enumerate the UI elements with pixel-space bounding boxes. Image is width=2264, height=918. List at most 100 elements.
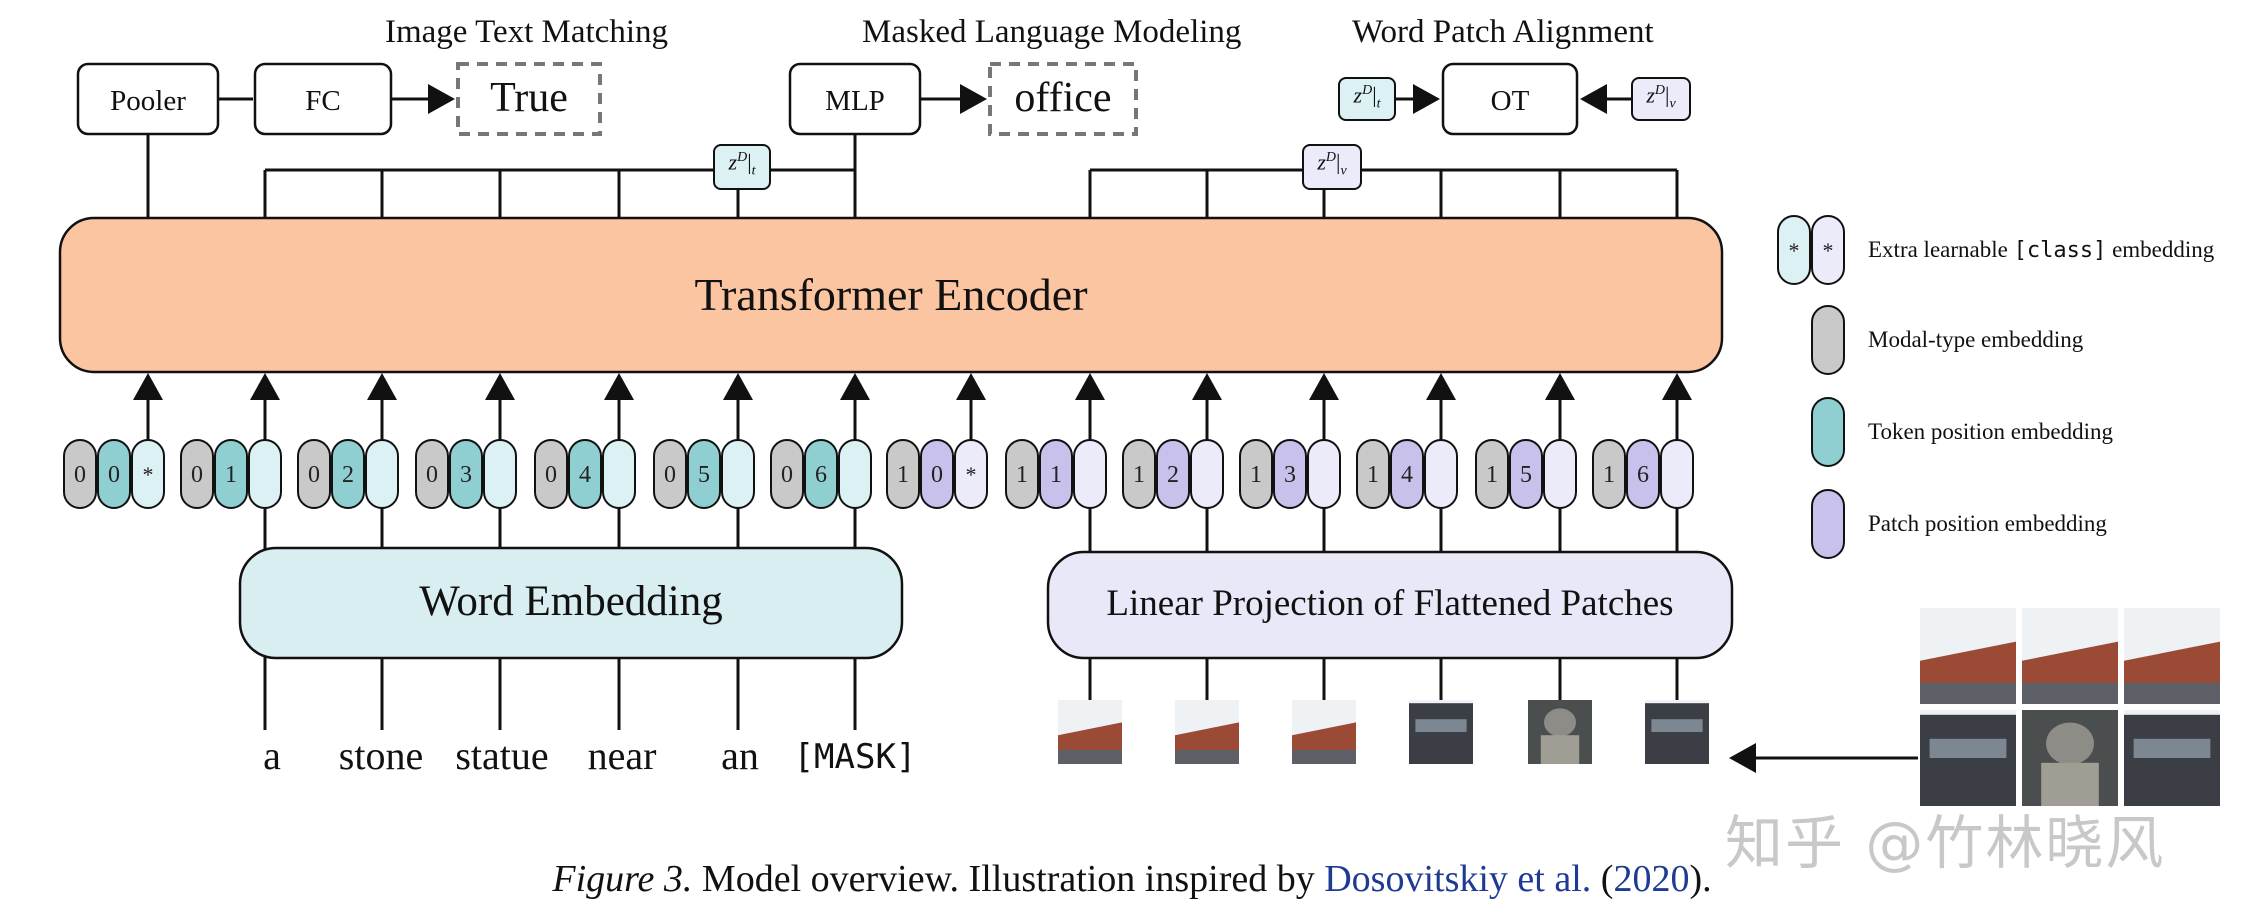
image-token-2-modal-type: 1 <box>1122 439 1156 509</box>
image-token-3-content-pill <box>1307 439 1341 509</box>
image-token-6-position-text: 6 <box>1637 462 1649 488</box>
image-token-4-content-pill <box>1424 439 1458 509</box>
image-token-4-position: 4 <box>1390 439 1424 509</box>
ot-box <box>1441 62 1579 136</box>
text-token-6-content-pill <box>838 439 872 509</box>
image-token-0-content-text: * <box>966 462 977 487</box>
source-image-patch-5 <box>2124 710 2220 806</box>
text-token-6-modal-type-pill <box>770 439 804 509</box>
image-token-6-position-pill <box>1626 439 1660 509</box>
legend-token-position <box>1811 397 1845 467</box>
z-text-label-bus: zD|t <box>728 149 756 179</box>
legend-token-position-pill <box>1811 397 1845 467</box>
mlm-output-office: office <box>1014 75 1112 121</box>
itm-output-true: True <box>490 75 568 121</box>
text-token-4-position: 4 <box>568 439 602 509</box>
fc-box <box>253 62 393 136</box>
text-token-1-position-pill <box>214 439 248 509</box>
legend-class-text-pill <box>1777 215 1811 285</box>
caption-cite-close: ). <box>1689 858 1712 900</box>
image-token-2-content <box>1190 439 1224 509</box>
image-token-2-position-pill <box>1156 439 1190 509</box>
text-token-1-position: 1 <box>214 439 248 509</box>
image-token-0-modal-type-pill <box>886 439 920 509</box>
image-token-6-modal-type-pill <box>1592 439 1626 509</box>
image-token-3-modal-type-text: 1 <box>1250 462 1262 488</box>
source-image-patch-0-wall <box>1920 682 2016 704</box>
text-token-0-position-pill <box>97 439 131 509</box>
text-token-5-position-pill <box>687 439 721 509</box>
legend-class-image: * <box>1811 215 1845 285</box>
source-image-patch-2-wall <box>2124 682 2220 704</box>
legend-modal-type <box>1811 305 1845 375</box>
source-image-patch-5-window <box>2133 738 2211 758</box>
image-token-5-position-text: 5 <box>1520 462 1532 488</box>
pooler-box <box>76 62 220 136</box>
word-near: near <box>587 733 657 778</box>
source-image-patch-4 <box>2022 710 2118 806</box>
source-image-patch-4-statue-book <box>2041 762 2099 806</box>
input-patch-4 <box>1528 700 1592 764</box>
image-token-3-position-pill <box>1273 439 1307 509</box>
image-token-4-content <box>1424 439 1458 509</box>
transformer-encoder-label: Transformer Encoder <box>694 269 1088 320</box>
image-token-0-position-pill <box>920 439 954 509</box>
source-image-patch-2 <box>2124 608 2220 704</box>
image-token-6-content-pill <box>1660 439 1694 509</box>
image-token-0-position-text: 0 <box>931 462 943 488</box>
z-visual-box-bus <box>1302 144 1362 190</box>
itm-output-box <box>456 62 602 136</box>
text-token-1-modal-type-text: 0 <box>191 462 203 488</box>
input-patch-5-facade <box>1645 703 1709 764</box>
source-image-patch-1 <box>2022 608 2118 704</box>
wpa-title: Word Patch Alignment <box>1352 14 1654 50</box>
image-token-4-modal-type-pill <box>1356 439 1390 509</box>
caption-citation-author[interactable]: Dosovitskiy et al. <box>1324 858 1592 900</box>
text-token-0-modal-type-text: 0 <box>74 462 86 488</box>
text-token-2-position-pill <box>331 439 365 509</box>
itm-title: Image Text Matching <box>385 14 668 50</box>
text-token-0-content: * <box>131 439 165 509</box>
image-token-0-modal-type: 1 <box>886 439 920 509</box>
image-token-2-modal-type-pill <box>1122 439 1156 509</box>
text-token-2-position-text: 2 <box>342 462 354 488</box>
text-token-1-content <box>248 439 282 509</box>
image-token-5-modal-type-text: 1 <box>1486 462 1498 488</box>
input-patch-0-wall <box>1058 749 1122 764</box>
image-token-5-content <box>1543 439 1577 509</box>
mlm-title: Masked Language Modeling <box>862 14 1242 50</box>
mlm-output-box <box>988 62 1138 136</box>
image-token-2-content-pill <box>1190 439 1224 509</box>
image-token-0-position: 0 <box>920 439 954 509</box>
mlp-label: MLP <box>825 85 885 117</box>
caption-citation-year[interactable]: 2020 <box>1613 858 1690 900</box>
word-mask: [MASK] <box>793 737 917 777</box>
text-token-0-modal-type: 0 <box>63 439 97 509</box>
text-token-5-position: 5 <box>687 439 721 509</box>
text-token-4-modal-type-pill <box>534 439 568 509</box>
text-token-2-modal-type: 0 <box>297 439 331 509</box>
linear-projection-box <box>1046 550 1734 660</box>
image-token-1-modal-type: 1 <box>1005 439 1039 509</box>
image-token-1-content-pill <box>1073 439 1107 509</box>
image-token-4-modal-type-text: 1 <box>1367 462 1379 488</box>
image-token-6-modal-type-text: 1 <box>1603 462 1615 488</box>
word-an: an <box>721 733 759 778</box>
text-token-1-modal-type-pill <box>180 439 214 509</box>
text-token-1-modal-type: 0 <box>180 439 214 509</box>
text-token-2-modal-type-pill <box>297 439 331 509</box>
image-token-3-position-text: 3 <box>1284 462 1296 488</box>
legend-class-text: * <box>1777 215 1811 285</box>
caption-figure-number: Figure 3. <box>552 858 693 900</box>
text-token-2-content-pill <box>365 439 399 509</box>
image-token-6-position: 6 <box>1626 439 1660 509</box>
input-patch-5 <box>1645 700 1709 764</box>
linear-projection-label: Linear Projection of Flattened Patches <box>1106 583 1674 624</box>
legend-modal-type-pill <box>1811 305 1845 375</box>
text-token-6-modal-type-text: 0 <box>781 462 793 488</box>
word-a: a <box>263 733 281 778</box>
legend-patch-position-pill <box>1811 489 1845 559</box>
image-token-4-position-pill <box>1390 439 1424 509</box>
